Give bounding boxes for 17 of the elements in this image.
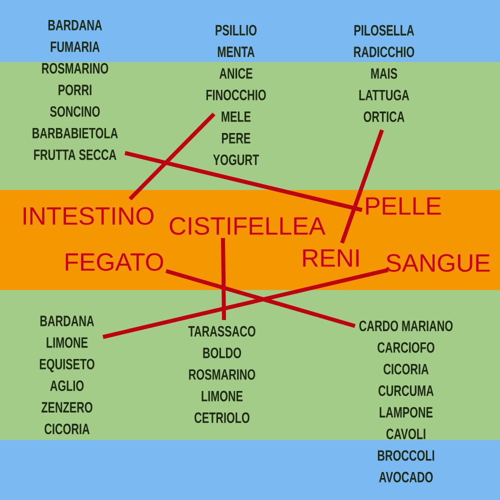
food-list: TARASSACO BOLDO ROSMARINO LIMONE CETRIOLO — [188, 326, 256, 423]
connector-line — [340, 129, 384, 244]
organ-label: RENI — [303, 249, 359, 267]
connector-line — [165, 269, 356, 328]
connector-line — [124, 151, 362, 212]
organ-label: CISTIFELLEA — [170, 217, 326, 235]
food-list: BARDANA FUMARIA ROSMARINO PORRI SONCINO BARBABIETOLA FRUTTA SECCA — [32, 20, 118, 160]
food-list: CARDO MARIANO CARCIOFO CICORIA CURCUMA LAMPONE CAVOLI BROCCOLI AVOCADO — [359, 320, 453, 482]
organ-label: INTESTINO — [24, 207, 154, 225]
organ-label: SANGUE — [386, 254, 490, 272]
food-list: BARDANA LIMONE EQUISETO AGLIO ZENZERO CICORIA — [40, 316, 94, 434]
connector-line — [221, 238, 226, 320]
food-list: PILOSELLA RADICCHIO MAIS LATTUGA ORTICA — [354, 24, 414, 122]
connector-line — [102, 268, 388, 339]
organ-label: PELLE — [366, 197, 441, 215]
food-list: PSILLIO MENTA ANICE FINOCCHIO MELE PERE YOGURT — [206, 24, 266, 166]
organ-label: FEGATO — [66, 253, 164, 271]
